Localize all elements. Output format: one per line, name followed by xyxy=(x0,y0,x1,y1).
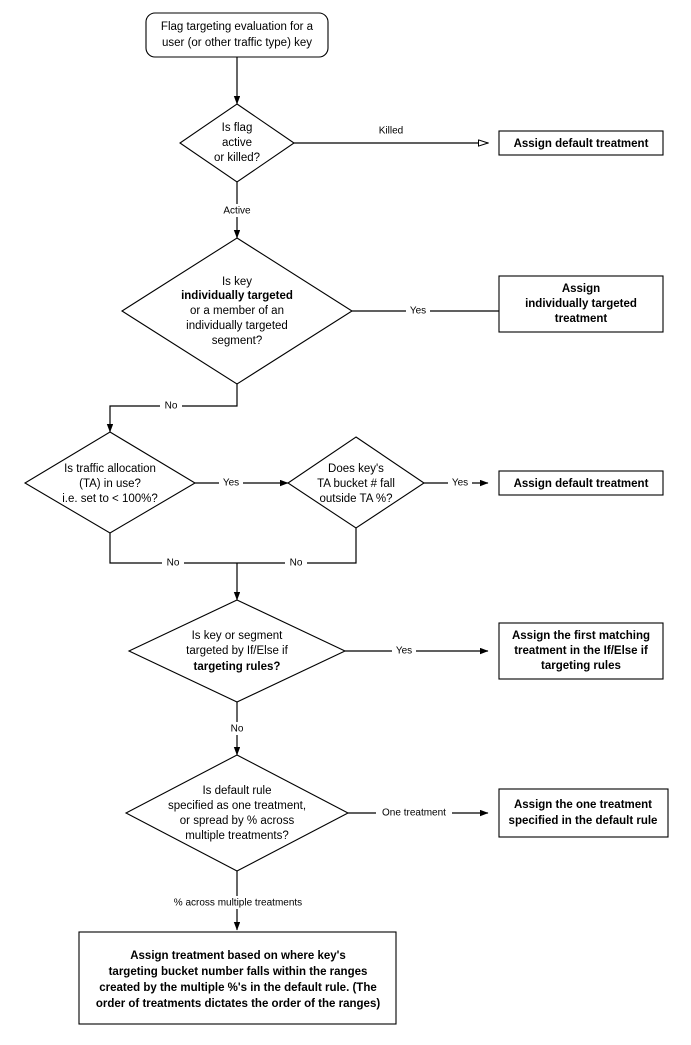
edge-yes-to-assign-first-matching: Yes xyxy=(345,644,489,657)
edge-killed-to-assign-default: Killed xyxy=(294,124,488,143)
decision-traffic-allocation-line-2: (TA) in use? xyxy=(79,478,141,490)
node-box-assign-individually-targeted: Assign individually targeted treatment xyxy=(498,275,664,333)
node-start: Flag targeting evaluation for a user (or… xyxy=(145,12,329,58)
box-assign-individually-targeted-line-2: individually targeted xyxy=(525,298,637,310)
decision-default-rule-line-2: specified as one treatment, xyxy=(168,800,306,812)
box-assign-one-treatment-line-1: Assign the one treatment xyxy=(514,799,652,811)
box-assign-by-ranges-shape xyxy=(78,931,397,1025)
box-assign-by-ranges-line-1: Assign treatment based on where key's xyxy=(130,950,346,962)
box-assign-first-matching-line-2: treatment in the If/Else if xyxy=(514,645,648,657)
edge-percent-across-to-ranges-box: % across multiple treatments xyxy=(162,871,314,931)
decision-traffic-allocation-line-3: i.e. set to < 100%? xyxy=(62,493,158,505)
box-assign-default-1-shape xyxy=(498,130,664,156)
node-box-assign-one-treatment: Assign the one treatment specified in th… xyxy=(498,788,669,838)
decision-if-else-rules-line-3: targeting rules? xyxy=(194,661,281,673)
decision-traffic-allocation-line-1: Is traffic allocation xyxy=(64,463,156,475)
decision-flag-active-line-3-normal: or xyxy=(214,152,227,164)
edge-label-no-ta-bucket: No xyxy=(290,558,303,569)
edge-label-no-if-else: No xyxy=(231,724,244,735)
decision-individually-targeted-line-2: individually targeted xyxy=(181,290,293,302)
decision-flag-active-line-3-bold: killed? xyxy=(227,152,260,164)
box-assign-first-matching-shape xyxy=(498,622,664,680)
node-decision-individually-targeted: Is key individually targeted or a member… xyxy=(120,237,354,385)
edge-label-yes-traffic-allocation: Yes xyxy=(223,478,239,489)
edge-label-killed: Killed xyxy=(379,126,403,137)
node-box-assign-first-matching: Assign the first matching treatment in t… xyxy=(498,622,664,680)
edge-no-ta-bucket-to-if-else: No xyxy=(237,528,357,569)
box-assign-by-ranges-line-3: created by the multiple %'s in the defau… xyxy=(99,982,377,994)
decision-if-else-rules-line-1: Is key or segment xyxy=(192,630,284,642)
decision-default-rule-line-1-bold: default rule xyxy=(215,785,272,797)
box-assign-first-matching-line-3: targeting rules xyxy=(541,660,621,672)
edge-no-to-traffic-allocation: No xyxy=(106,384,238,433)
start-shape xyxy=(145,12,329,58)
edge-yes-to-ta-bucket: Yes xyxy=(195,476,289,489)
node-decision-ta-bucket: Does key's TA bucket # fall outside TA %… xyxy=(287,436,425,529)
edge-no-to-default-rule: No xyxy=(226,702,248,756)
edge-yes-to-assign-individually-targeted: Yes xyxy=(352,304,499,317)
node-decision-default-rule: Is default rule specified as one treatme… xyxy=(124,754,350,872)
box-assign-one-treatment-shape xyxy=(498,788,669,838)
edge-yes-to-assign-default-2: Yes xyxy=(424,476,489,489)
decision-individually-targeted-line-3: or a member of an xyxy=(190,305,284,317)
box-assign-default-2-line-1: Assign default treatment xyxy=(514,478,649,490)
decision-individually-targeted-line-4: individually targeted xyxy=(186,320,288,332)
box-assign-one-treatment-line-2: specified in the default rule xyxy=(509,815,658,827)
decision-ta-bucket-line-2: TA bucket # fall xyxy=(317,478,395,490)
edge-label-active: Active xyxy=(223,206,251,217)
box-assign-default-1-line-1: Assign default treatment xyxy=(514,138,649,150)
box-assign-by-ranges-line-4: order of treatments dictates the order o… xyxy=(96,998,381,1010)
edge-label-yes-ta-bucket: Yes xyxy=(452,478,468,489)
decision-ta-bucket-line-3: outside TA %? xyxy=(319,493,392,505)
decision-flag-active-line-2: active xyxy=(222,137,252,149)
node-decision-if-else-rules: Is key or segment targeted by If/Else if… xyxy=(127,599,347,703)
edge-no-traffic-allocation-to-if-else: No xyxy=(109,533,237,569)
decision-individually-targeted-line-1: Is key xyxy=(222,276,252,288)
edge-label-one-treatment: One treatment xyxy=(382,808,446,819)
edge-label-no-individually-targeted: No xyxy=(165,401,178,412)
decision-traffic-allocation-shape xyxy=(23,431,197,534)
decision-if-else-rules-line-2: targeted by If/Else if xyxy=(186,645,288,657)
edge-label-percent-across-multiple: % across multiple treatments xyxy=(174,898,302,909)
decision-default-rule-line-4: multiple treatments? xyxy=(185,830,289,842)
node-box-assign-by-ranges: Assign treatment based on where key's ta… xyxy=(78,931,397,1025)
decision-flag-active-shape xyxy=(179,103,295,183)
decision-ta-bucket-line-1: Does key's xyxy=(328,463,384,475)
edge-one-treatment-to-box: One treatment xyxy=(348,806,489,819)
decision-if-else-rules-shape xyxy=(127,599,347,703)
decision-ta-bucket-shape xyxy=(287,436,425,529)
box-assign-individually-targeted-line-3: treatment xyxy=(555,313,608,325)
node-decision-flag-active: Is flag active or killed? xyxy=(179,103,295,183)
box-assign-individually-targeted-line-1: Assign xyxy=(562,283,600,295)
decision-default-rule-line-3: or spread by % across xyxy=(180,815,295,827)
node-box-assign-default-2: Assign default treatment xyxy=(498,470,664,496)
start-line-1: Flag targeting evaluation for a xyxy=(161,21,314,33)
edge-label-yes-individually-targeted: Yes xyxy=(410,306,426,317)
box-assign-by-ranges-line-2: targeting bucket number falls within the… xyxy=(109,966,368,978)
box-assign-default-2-shape xyxy=(498,470,664,496)
start-line-2: user (or other traffic type) key xyxy=(162,37,312,49)
decision-default-rule-line-1-normal: Is xyxy=(202,785,214,797)
node-box-assign-default-1: Assign default treatment xyxy=(498,130,664,156)
edge-active-to-individually-targeted: Active xyxy=(219,182,255,239)
decision-flag-active-line-3: or killed? xyxy=(214,152,260,164)
box-assign-individually-targeted-shape xyxy=(498,275,664,333)
decision-default-rule-shape xyxy=(124,754,350,872)
decision-default-rule-line-1: Is default rule xyxy=(202,785,271,797)
edge-label-no-traffic-allocation: No xyxy=(167,558,180,569)
decision-flag-active-line-1: Is flag xyxy=(222,122,253,134)
edge-label-yes-if-else: Yes xyxy=(396,646,412,657)
decision-individually-targeted-shape xyxy=(120,237,354,385)
decision-individually-targeted-line-5: segment? xyxy=(212,335,263,347)
box-assign-first-matching-line-1: Assign the first matching xyxy=(512,630,650,642)
node-decision-traffic-allocation: Is traffic allocation (TA) in use? i.e. … xyxy=(23,431,197,534)
